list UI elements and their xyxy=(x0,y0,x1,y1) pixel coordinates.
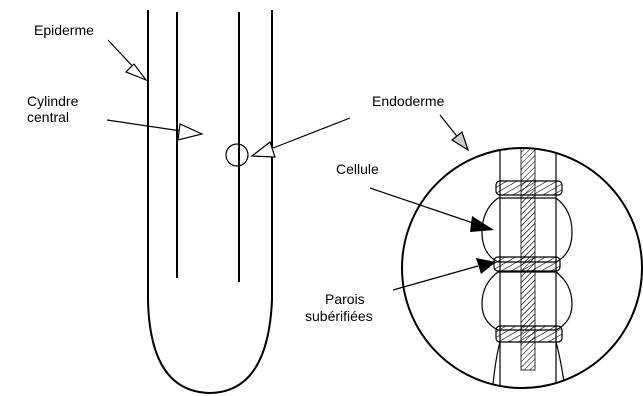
label-cylindre-line1: Cylindre xyxy=(27,93,79,109)
suberized-wall-middle xyxy=(494,257,560,271)
label-cylindre-line2: central xyxy=(27,109,69,125)
label-endoderme: Endoderme xyxy=(372,93,445,109)
suberized-wall-top xyxy=(496,181,562,195)
root-epidermis-outline xyxy=(148,10,272,393)
endoderm-detail-marker xyxy=(226,144,248,166)
label-cellule: Cellule xyxy=(336,161,379,177)
label-epiderme: Epiderme xyxy=(34,22,94,38)
arrow-endoderme-zoom xyxy=(440,115,468,150)
arrow-epiderme xyxy=(108,40,146,80)
arrow-cylindre xyxy=(107,120,202,140)
arrow-endoderme-marker xyxy=(252,118,350,157)
arrow-cellule xyxy=(370,188,494,232)
suberized-wall-bottom xyxy=(496,326,562,342)
label-parois-line1: Parois xyxy=(325,291,365,307)
zoom-content xyxy=(482,140,572,395)
label-parois-line2: subérifiées xyxy=(305,308,373,324)
arrow-parois xyxy=(393,258,496,290)
